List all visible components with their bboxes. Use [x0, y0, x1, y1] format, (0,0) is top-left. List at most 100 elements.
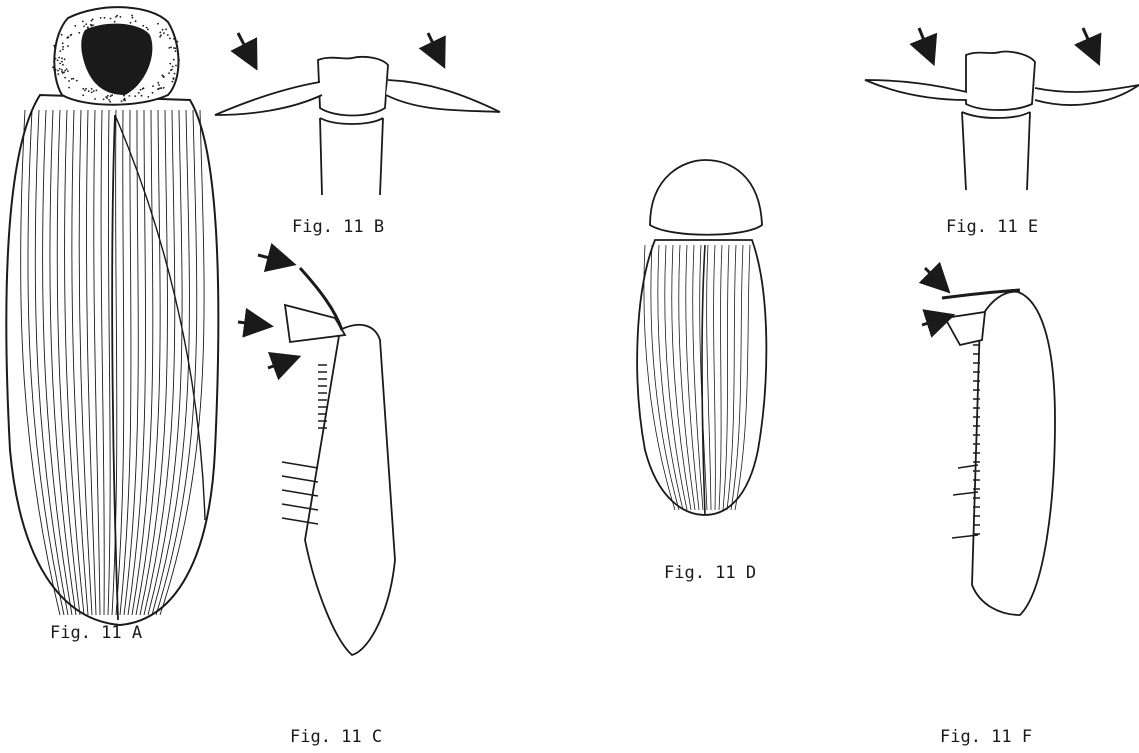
- stipple-dot: [67, 70, 69, 72]
- stipple-dot: [93, 90, 95, 92]
- stipple-dot: [175, 47, 177, 49]
- stipple-dot: [172, 81, 174, 83]
- stipple-dot: [58, 57, 60, 59]
- stipple-dot: [110, 95, 112, 97]
- fig-11b-caption: Fig. 11 B: [292, 217, 384, 237]
- stipple-dot: [78, 32, 80, 34]
- stipple-dot: [120, 16, 122, 18]
- stipple-dot: [61, 34, 63, 36]
- stipple-dot: [147, 96, 149, 98]
- stipple-dot: [57, 70, 59, 72]
- stipple-dot: [92, 19, 94, 21]
- stipple-dot: [72, 78, 74, 80]
- stipple-dot: [91, 92, 93, 94]
- stipple-dot: [158, 88, 160, 90]
- fig-11c-leg-segment: [238, 255, 395, 655]
- stipple-dot: [100, 17, 102, 19]
- stipple-dot: [160, 34, 162, 36]
- stipple-dot: [163, 87, 165, 89]
- stipple-dot: [157, 23, 159, 25]
- stipple-dot: [61, 61, 63, 63]
- stipple-dot: [169, 63, 171, 65]
- stipple-dot: [169, 38, 171, 40]
- stipple-dot: [132, 17, 134, 19]
- stipple-dot: [143, 87, 145, 89]
- fig-11b-antenna-base: [215, 33, 500, 195]
- stipple-dot: [104, 17, 106, 19]
- stipple-dot: [114, 21, 116, 23]
- stipple-dot: [91, 88, 93, 90]
- stipple-dot: [62, 64, 64, 66]
- stipple-dot: [94, 98, 96, 100]
- stipple-dot: [159, 32, 161, 34]
- stipple-dot: [134, 95, 136, 97]
- stipple-dot: [84, 90, 86, 92]
- stipple-dot: [64, 77, 66, 79]
- stipple-dot: [140, 89, 142, 91]
- stipple-dot: [61, 57, 63, 59]
- stipple-dot: [172, 66, 174, 68]
- stipple-dot: [83, 25, 85, 27]
- fig-11d-caption: Fig. 11 D: [664, 563, 756, 583]
- stipple-dot: [106, 97, 108, 99]
- stipple-dot: [59, 68, 61, 70]
- stipple-dot: [157, 82, 159, 84]
- stipple-dot: [167, 34, 169, 36]
- stipple-dot: [57, 73, 59, 75]
- stipple-dot: [61, 69, 63, 71]
- fig-11e-antenna-base: [865, 28, 1139, 190]
- stipple-dot: [57, 60, 59, 62]
- fig-11f-leg-segment: [922, 268, 1055, 615]
- stipple-dot: [62, 46, 64, 48]
- stipple-dot: [85, 88, 87, 90]
- stipple-dot: [103, 99, 105, 101]
- stipple-dot: [131, 15, 133, 17]
- stipple-dot: [54, 46, 56, 48]
- stipple-dot: [67, 37, 69, 39]
- stipple-dot: [92, 24, 94, 26]
- stipple-dot: [124, 98, 126, 100]
- stipple-dot: [87, 26, 89, 28]
- stipple-dot: [163, 76, 165, 78]
- stipple-dot: [55, 69, 57, 71]
- fig-11a-cockroach: [6, 7, 218, 625]
- stipple-dot: [147, 29, 149, 31]
- stipple-dot: [53, 45, 55, 47]
- fig-11c-caption: Fig. 11 C: [290, 727, 382, 747]
- stipple-dot: [173, 38, 175, 40]
- stipple-dot: [82, 94, 84, 96]
- stipple-dot: [158, 84, 160, 86]
- stipple-dot: [173, 59, 175, 61]
- stipple-dot: [146, 27, 148, 29]
- fig-11d-cockroach: [637, 160, 766, 515]
- stipple-dot: [152, 92, 154, 94]
- stipple-dot: [159, 36, 161, 38]
- stipple-dot: [90, 24, 92, 26]
- stipple-dot: [109, 101, 111, 103]
- stipple-dot: [165, 28, 167, 30]
- stipple-dot: [68, 80, 70, 82]
- stipple-dot: [64, 58, 66, 60]
- stipple-dot: [67, 45, 69, 47]
- stipple-dot: [52, 66, 54, 68]
- stipple-dot: [177, 41, 179, 43]
- hatch-line: [282, 462, 318, 468]
- stipple-dot: [121, 100, 123, 102]
- stipple-dot: [55, 58, 57, 60]
- stipple-dot: [178, 59, 180, 61]
- stipple-dot: [96, 90, 98, 92]
- stipple-dot: [85, 23, 87, 25]
- stipple-dot: [168, 72, 170, 74]
- stipple-dot: [70, 35, 72, 37]
- stipple-dot: [111, 94, 113, 96]
- fig-11f-caption: Fig. 11 F: [940, 727, 1032, 747]
- stipple-dot: [138, 92, 140, 94]
- stipple-dot: [82, 21, 84, 23]
- stipple-dot: [129, 95, 131, 97]
- hatch-line: [282, 476, 318, 482]
- stipple-dot: [116, 15, 118, 17]
- stipple-dot: [59, 63, 61, 65]
- stipple-dot: [74, 25, 76, 27]
- stipple-dot: [63, 71, 65, 73]
